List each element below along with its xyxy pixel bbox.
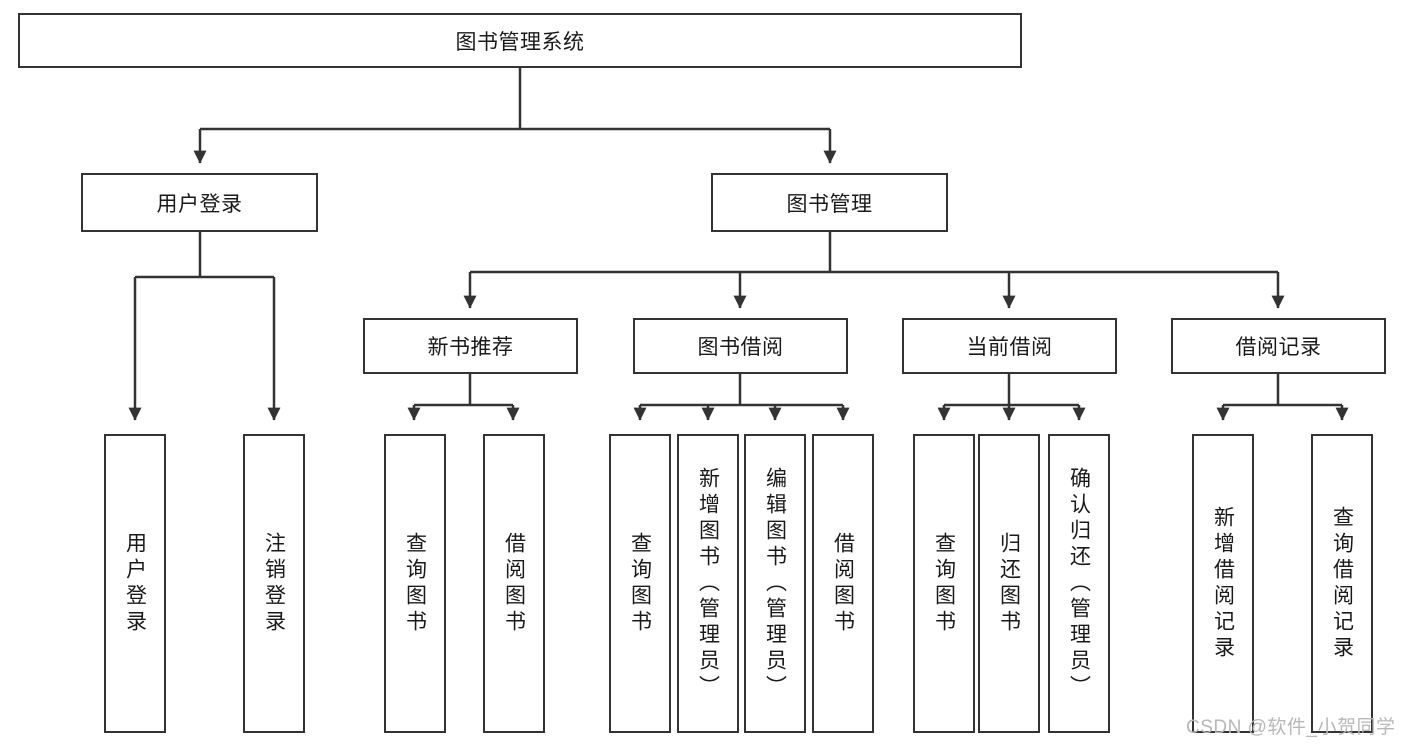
node-leaf-logout-login-label: 注销登录	[262, 531, 286, 636]
node-book-management[interactable]: 图书管理	[711, 173, 948, 232]
node-leaf-borrow-book-2-label: 借阅图书	[831, 531, 855, 636]
node-leaf-query-book-2[interactable]: 查询图书	[609, 434, 671, 733]
node-leaf-borrow-book-2[interactable]: 借阅图书	[812, 434, 874, 733]
node-leaf-logout-login[interactable]: 注销登录	[243, 434, 305, 733]
node-leaf-query-record[interactable]: 查询借阅记录	[1311, 434, 1373, 733]
node-leaf-user-login-label: 用户登录	[123, 531, 147, 636]
node-leaf-borrow-book-1[interactable]: 借阅图书	[483, 434, 545, 733]
node-leaf-edit-book[interactable]: 编辑图书（管理员）	[744, 434, 806, 733]
node-leaf-query-book-3-label: 查询图书	[932, 531, 956, 636]
node-borrow-record[interactable]: 借阅记录	[1171, 318, 1386, 374]
node-leaf-query-book-1[interactable]: 查询图书	[384, 434, 446, 733]
node-book-management-label: 图书管理	[786, 192, 873, 216]
node-borrow-record-label: 借阅记录	[1235, 336, 1322, 359]
node-leaf-add-record-label: 新增借阅记录	[1211, 505, 1235, 662]
node-new-book-recommend[interactable]: 新书推荐	[363, 318, 578, 374]
node-current-borrow-label: 当前借阅	[966, 336, 1053, 359]
node-leaf-add-book-label: 新增图书（管理员）	[696, 466, 720, 701]
node-leaf-query-book-1-label: 查询图书	[403, 531, 427, 636]
node-leaf-query-book-3[interactable]: 查询图书	[913, 434, 975, 733]
node-leaf-borrow-book-1-label: 借阅图书	[502, 531, 526, 636]
node-new-book-recommend-label: 新书推荐	[427, 336, 514, 359]
node-leaf-add-book[interactable]: 新增图书（管理员）	[677, 434, 739, 733]
node-root[interactable]: 图书管理系统	[18, 13, 1022, 68]
node-root-label: 图书管理系统	[455, 30, 585, 54]
node-current-borrow[interactable]: 当前借阅	[902, 318, 1117, 374]
node-leaf-query-book-2-label: 查询图书	[628, 531, 652, 636]
node-leaf-return-book-label: 归还图书	[997, 531, 1021, 636]
node-leaf-query-record-label: 查询借阅记录	[1330, 505, 1354, 662]
node-leaf-return-book[interactable]: 归还图书	[978, 434, 1040, 733]
node-user-login[interactable]: 用户登录	[81, 173, 318, 232]
watermark: CSDN @软件_小贺同学	[1186, 717, 1396, 738]
node-leaf-add-record[interactable]: 新增借阅记录	[1192, 434, 1254, 733]
node-leaf-user-login[interactable]: 用户登录	[104, 434, 166, 733]
node-book-borrow[interactable]: 图书借阅	[633, 318, 848, 374]
node-leaf-edit-book-label: 编辑图书（管理员）	[763, 466, 787, 701]
node-leaf-confirm-return[interactable]: 确认归还（管理员）	[1048, 434, 1110, 733]
node-leaf-confirm-return-label: 确认归还（管理员）	[1067, 466, 1091, 701]
node-book-borrow-label: 图书借阅	[697, 336, 784, 359]
node-user-login-label: 用户登录	[156, 192, 243, 216]
